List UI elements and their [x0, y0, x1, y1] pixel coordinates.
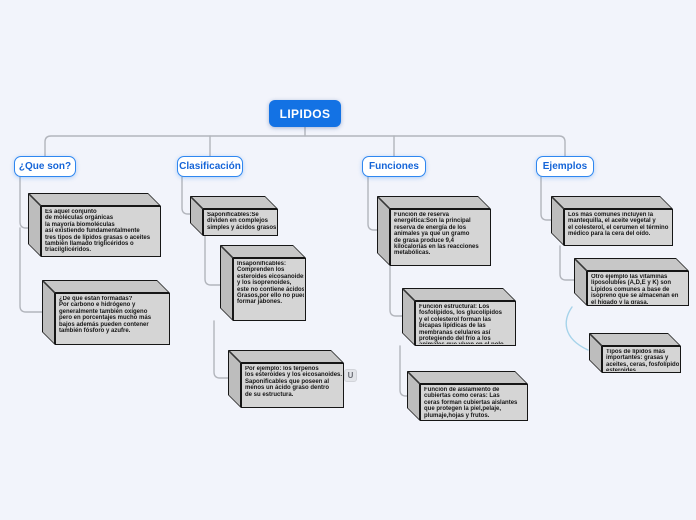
root-node-label: LIPIDOS: [279, 106, 331, 121]
node-clasificacion-ejemplos[interactable]: Por ejemplo: los terpenos los esteroides…: [228, 350, 344, 408]
note-icon-glyph: U: [347, 371, 354, 380]
root-node-lipidos[interactable]: LIPIDOS: [269, 100, 341, 127]
box-front-face: [602, 346, 681, 373]
branch-label-text: Funciones: [368, 161, 419, 172]
box-top-face: [377, 196, 491, 209]
box-front-face: [420, 384, 528, 421]
box-top-face: [228, 350, 344, 363]
box-top-face: [42, 280, 170, 293]
box-top-face: [402, 288, 516, 301]
node-insaponificables[interactable]: Insaponificables: Comprenden los esteroi…: [220, 245, 306, 321]
node-text: Función de aislamiento de cubiertas como…: [424, 387, 518, 419]
node-ejemplos-tipos[interactable]: Tipos de lípidos más importantes: grasas…: [589, 333, 681, 373]
box-front-face: [587, 271, 689, 306]
box-left-face: [220, 245, 233, 321]
node-text: Los más comunes incluyen la mantequilla,…: [568, 212, 669, 238]
box-front-face: [55, 293, 170, 345]
note-icon[interactable]: U: [344, 369, 357, 382]
branch-label-text: Ejemplos: [542, 161, 588, 172]
node-text: Insaponificables: Comprenden los esteroi…: [237, 261, 304, 306]
box-front-face: [564, 209, 673, 246]
box-front-face: [233, 258, 306, 321]
node-que-son-composicion[interactable]: ¿De que están formadas? Por carbono e hi…: [42, 280, 170, 345]
node-que-son-definicion[interactable]: Es aquel conjunto de moléculas orgánicas…: [28, 193, 161, 257]
node-funcion-aislamiento[interactable]: Función de aislamiento de cubiertas como…: [407, 371, 528, 421]
node-funcion-reserva[interactable]: Función de reserva energética:Son la pri…: [377, 196, 491, 266]
node-text: Otro ejemplo las vitaminas liposolubles …: [591, 274, 679, 304]
node-ejemplos-comunes[interactable]: Los más comunes incluyen la mantequilla,…: [551, 196, 673, 246]
node-text: Es aquel conjunto de moléculas orgánicas…: [45, 209, 151, 254]
box-top-face: [589, 333, 681, 346]
box-front-face: [390, 209, 491, 266]
box-front-face: [203, 209, 278, 236]
box-front-face: [41, 206, 161, 257]
box-top-face: [407, 371, 528, 384]
box-top-face: [574, 258, 689, 271]
node-text: Por ejemplo: los terpenos los esteroides…: [245, 366, 342, 398]
node-saponificables[interactable]: Saponificables:Se dividen en complejos s…: [190, 196, 278, 236]
branch-label-text: ¿Que son?: [18, 161, 72, 172]
node-ejemplos-vitaminas[interactable]: Otro ejemplo las vitaminas liposolubles …: [574, 258, 689, 306]
box-top-face: [551, 196, 673, 209]
box-top-face: [190, 196, 278, 209]
branch-label-ejemplos[interactable]: Ejemplos: [536, 156, 594, 177]
branch-label-text: Clasificación: [179, 161, 241, 172]
box-left-face: [377, 196, 390, 266]
branch-label-funciones[interactable]: Funciones: [362, 156, 426, 177]
box-top-face: [220, 245, 306, 258]
branch-label-que-son[interactable]: ¿Que son?: [14, 156, 76, 177]
box-front-face: [241, 363, 344, 408]
node-text: Tipos de lípidos más importantes: grasas…: [606, 349, 679, 371]
box-top-face: [28, 193, 161, 206]
node-text: Función estructural: Los fosfolípidos, l…: [419, 304, 505, 344]
branch-label-clasificacion[interactable]: Clasificación: [177, 156, 243, 177]
box-front-face: [415, 301, 516, 346]
node-funcion-estructural[interactable]: Función estructural: Los fosfolípidos, l…: [402, 288, 516, 346]
node-text: Función de reserva energética:Son la pri…: [394, 212, 479, 257]
node-text: Saponificables:Se dividen en complejos s…: [207, 212, 276, 231]
node-text: ¿De que están formadas? Por carbono e hi…: [59, 296, 152, 335]
